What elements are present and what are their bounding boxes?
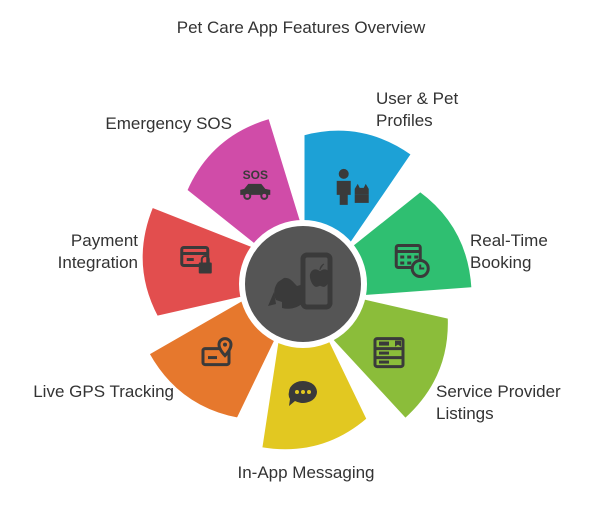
center-hub — [239, 220, 367, 348]
label-payment-integration: Payment Integration — [10, 230, 138, 274]
map-pin-icon — [201, 337, 233, 367]
petal-real-time-booking — [346, 188, 475, 299]
listing-icon — [373, 337, 405, 369]
label-line: Live GPS Tracking — [33, 382, 174, 401]
label-live-gps-tracking: Live GPS Tracking — [4, 381, 174, 403]
pet-phone-icon — [268, 252, 333, 310]
sos-car-icon: SOS — [240, 168, 271, 200]
label-line: In-App Messaging — [237, 463, 375, 482]
label-line: Real-Time — [470, 231, 548, 250]
sos-badge: SOS — [243, 168, 268, 182]
petal-emergency-sos — [183, 115, 305, 250]
label-line: Booking — [470, 253, 532, 272]
petals-group: SOS — [139, 115, 475, 453]
label-line: Service Provider — [436, 382, 561, 401]
label-service-provider-listings: Service Provider Listings — [436, 381, 561, 425]
calendar-clock-icon — [394, 244, 430, 279]
card-lock-icon — [180, 246, 212, 274]
label-line: Listings — [436, 404, 494, 423]
label-real-time-booking: Real-Time Booking — [470, 230, 548, 274]
user-pet-icon — [336, 168, 369, 205]
label-line: Emergency SOS — [105, 114, 232, 133]
label-emergency-sos: Emergency SOS — [40, 113, 232, 135]
label-in-app-messaging: In-App Messaging — [206, 462, 406, 484]
label-line: Profiles — [376, 111, 433, 130]
diagram-title: Pet Care App Features Overview — [176, 18, 426, 37]
label-line: User & Pet — [376, 89, 459, 108]
chat-bubble-icon — [288, 380, 317, 406]
label-user-pet-profiles: User & Pet Profiles — [376, 88, 458, 132]
petal-payment-integration — [139, 204, 260, 320]
label-line: Integration — [57, 253, 138, 272]
label-line: Payment — [70, 231, 138, 250]
